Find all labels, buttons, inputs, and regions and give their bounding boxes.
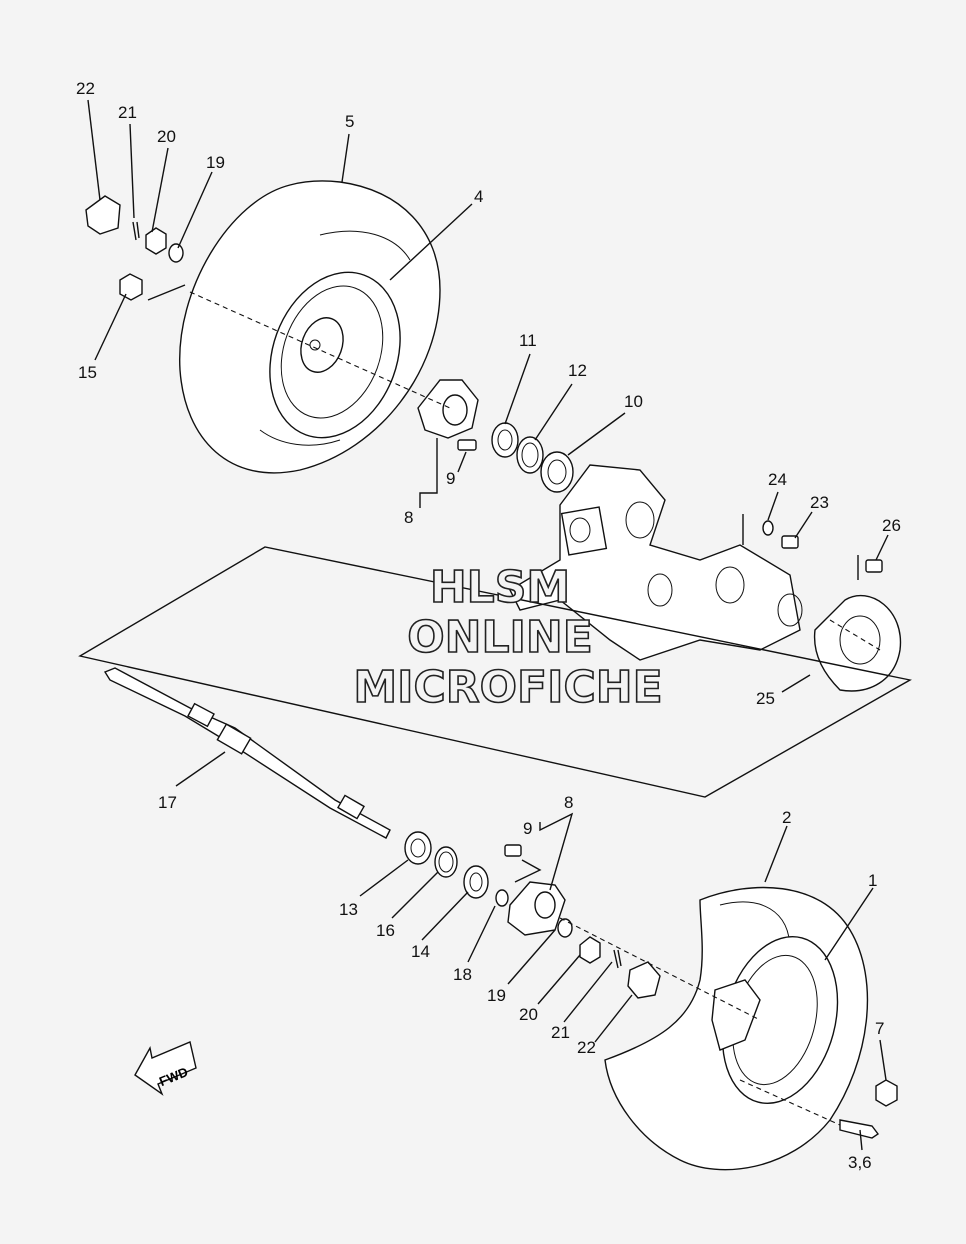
upper-lug-nut[interactable]	[119, 273, 143, 301]
guard-bolt[interactable]	[865, 559, 883, 573]
fwd-arrow-icon: FWD	[134, 1041, 197, 1096]
label-24: 24	[768, 470, 787, 489]
upper-washer[interactable]	[168, 243, 184, 263]
lower-hub-bolt[interactable]	[504, 844, 522, 857]
label-4: 4	[474, 187, 483, 206]
lower-hub[interactable]	[507, 881, 566, 936]
label-19-lower: 19	[487, 986, 506, 1005]
lower-lug-nut[interactable]	[875, 1079, 898, 1107]
label-21-upper: 21	[118, 103, 137, 122]
valve-stem[interactable]	[839, 1119, 880, 1139]
watermark-line-3: MICROFICHE	[353, 662, 662, 713]
upper-axle-nut[interactable]	[145, 227, 167, 255]
label-8-lower: 8	[564, 793, 573, 812]
part-labels: 22 21 20 19 5 4 15 11 12 10 9 8 24 23 26…	[76, 79, 901, 1172]
upper-bearing[interactable]	[540, 451, 574, 493]
label-16: 16	[376, 921, 395, 940]
upper-cotter-pin[interactable]	[132, 221, 140, 241]
label-26: 26	[882, 516, 901, 535]
watermark-line-2: ONLINE	[407, 612, 593, 663]
label-15: 15	[78, 363, 97, 382]
lower-oil-seal[interactable]	[463, 865, 489, 899]
label-10: 10	[624, 392, 643, 411]
housing-bolt[interactable]	[781, 535, 799, 549]
rear-axle-shaft[interactable]	[103, 667, 391, 839]
label-3-6: 3,6	[848, 1153, 872, 1172]
leader-lines	[87, 99, 889, 1151]
label-9-lower: 9	[523, 819, 532, 838]
upper-hub-bolt[interactable]	[457, 439, 477, 451]
rear-axle-housing[interactable]	[509, 464, 803, 661]
upper-wheel-cap[interactable]	[85, 195, 121, 235]
upper-rim[interactable]	[248, 254, 423, 456]
label-18: 18	[453, 965, 472, 984]
upper-oil-seal[interactable]	[491, 422, 519, 458]
label-25: 25	[756, 689, 775, 708]
label-23: 23	[810, 493, 829, 512]
o-ring[interactable]	[495, 889, 509, 907]
lower-axle-nut[interactable]	[579, 936, 601, 964]
lower-cotter-pin[interactable]	[613, 949, 622, 969]
lower-circlip[interactable]	[434, 846, 458, 878]
brake-guard[interactable]	[813, 594, 902, 692]
label-8-upper: 8	[404, 508, 413, 527]
watermark: HLSM ONLINE MICROFICHE	[353, 561, 664, 714]
label-7: 7	[875, 1019, 884, 1038]
label-20-upper: 20	[157, 127, 176, 146]
label-17: 17	[158, 793, 177, 812]
assembly-outline	[78, 546, 912, 798]
upper-hub[interactable]	[417, 379, 479, 439]
lower-rim[interactable]	[705, 924, 855, 1117]
label-2: 2	[782, 808, 791, 827]
dashed-axis-lines	[189, 291, 881, 1126]
housing-washer[interactable]	[762, 520, 774, 536]
label-14: 14	[411, 942, 430, 961]
lower-washer[interactable]	[557, 918, 573, 938]
label-1: 1	[868, 871, 877, 890]
label-12: 12	[568, 361, 587, 380]
upper-circlip[interactable]	[516, 436, 544, 474]
lower-wheel-cap[interactable]	[627, 961, 661, 999]
label-19-upper: 19	[206, 153, 225, 172]
watermark-line-1: HLSM	[430, 562, 570, 613]
lower-bearing[interactable]	[404, 831, 432, 865]
label-22-lower: 22	[577, 1038, 596, 1057]
label-21-lower: 21	[551, 1023, 570, 1042]
label-11: 11	[519, 331, 537, 350]
label-20-lower: 20	[519, 1005, 538, 1024]
label-22-upper: 22	[76, 79, 95, 98]
label-9-upper: 9	[446, 469, 455, 488]
label-13: 13	[339, 900, 358, 919]
label-5: 5	[345, 112, 354, 131]
